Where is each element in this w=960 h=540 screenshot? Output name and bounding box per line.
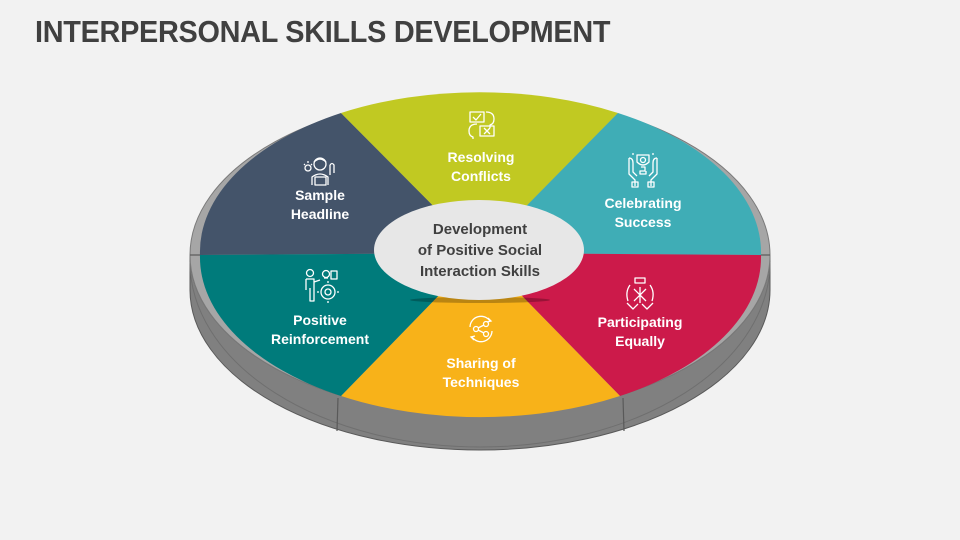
slide-title: INTERPERSONAL SKILLS DEVELOPMENT (35, 14, 611, 49)
hands-together-icon (626, 277, 654, 310)
label-sample-headline: Sample Headline (291, 186, 349, 224)
center-label: Development of Positive Social Interacti… (418, 219, 542, 282)
label-participating-equally: Participating Equally (598, 313, 683, 351)
label-resolving-conflicts: Resolving Conflicts (448, 148, 515, 186)
label-line: Headline (290, 206, 350, 222)
person-idea-laptop-icon (303, 157, 335, 186)
label-celebrating-success: Celebrating Success (604, 194, 681, 232)
segment-resolving-conflicts[interactable] (341, 92, 618, 253)
conflict-dialog-icon (468, 111, 495, 139)
center-ellipse (374, 200, 584, 300)
label-line: Sharing of (446, 355, 516, 371)
share-cycle-icon (469, 315, 493, 343)
label-line: Conflicts (451, 168, 511, 184)
label-positive-reinforcement: Positive Reinforcement (271, 311, 369, 349)
label-line: Equally (615, 333, 665, 349)
segment-sharing-of-techniques[interactable] (341, 253, 620, 418)
label-line: Techniques (442, 374, 520, 390)
center-line: Development (432, 221, 528, 238)
person-gear-idea-icon (305, 268, 339, 303)
center-line: Interaction Skills (419, 263, 541, 280)
label-line: Celebrating (604, 195, 682, 211)
label-sharing-of-techniques: Sharing of Techniques (443, 354, 520, 392)
label-line: Success (614, 214, 672, 230)
label-line: Participating (597, 314, 683, 330)
label-line: Resolving (447, 149, 515, 165)
center-line: of Positive Social (417, 242, 543, 259)
segment-participating-equally[interactable] (480, 253, 762, 396)
label-line: Reinforcement (270, 331, 370, 347)
label-line: Sample (295, 187, 345, 203)
label-line: Positive (293, 312, 347, 328)
trophy-hands-icon (628, 153, 658, 188)
segment-positive-reinforcement[interactable] (199, 253, 480, 396)
